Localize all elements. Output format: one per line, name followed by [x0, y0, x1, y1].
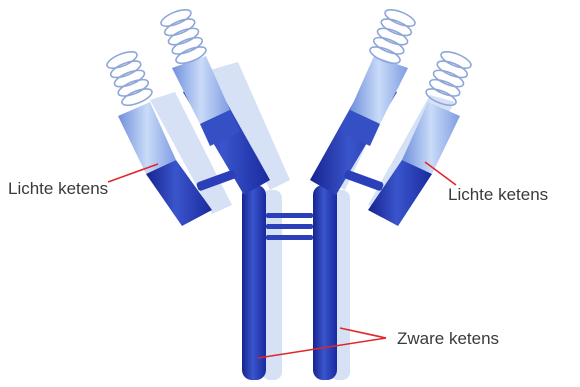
binding-coils [105, 6, 473, 108]
label-heavy-chains: Zware ketens [397, 330, 499, 347]
heavy-chain-right-variable [340, 56, 408, 146]
label-light-chains-right: Lichte ketens [448, 186, 548, 203]
label-light-chains-left: Lichte ketens [8, 180, 108, 197]
hinge-bridges [266, 213, 313, 240]
